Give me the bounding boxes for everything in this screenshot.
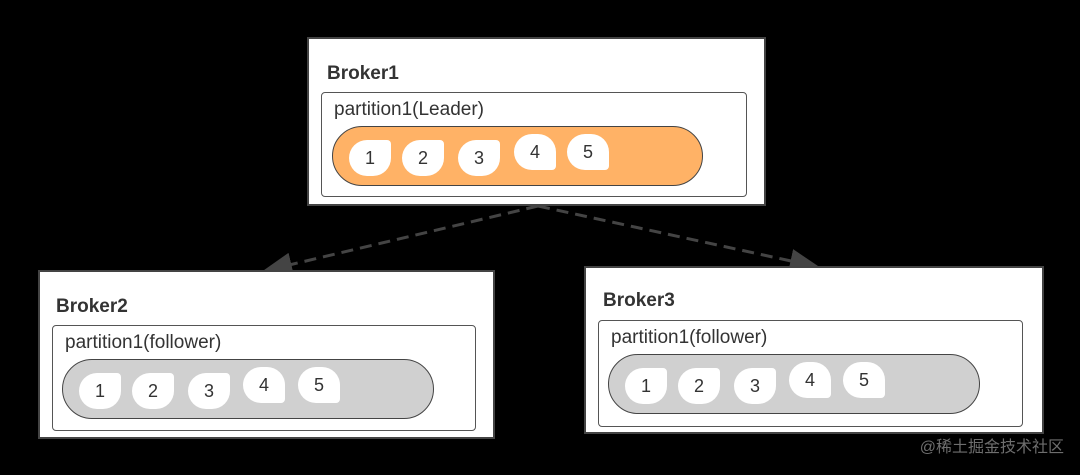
broker-3-partition-label: partition1(follower) <box>611 327 768 348</box>
message-1: 1 <box>349 140 391 176</box>
message-3: 3 <box>458 140 500 176</box>
broker-1-message-log: 1 2 3 4 5 <box>332 126 703 186</box>
broker-2-partition-label: partition1(follower) <box>65 332 222 353</box>
message-2: 2 <box>132 373 174 409</box>
message-5: 5 <box>843 362 885 398</box>
message-1: 1 <box>79 373 121 409</box>
broker-2-message-log: 1 2 3 4 5 <box>62 359 434 419</box>
message-1: 1 <box>625 368 667 404</box>
broker-3-message-log: 1 2 3 4 5 <box>608 354 980 414</box>
message-4: 4 <box>514 134 556 170</box>
message-4: 4 <box>243 367 285 403</box>
broker-3-title: Broker3 <box>603 290 675 311</box>
broker-2-box: Broker2 partition1(follower) 1 2 3 4 5 <box>38 270 495 439</box>
message-4: 4 <box>789 362 831 398</box>
broker-3-box: Broker3 partition1(follower) 1 2 3 4 5 <box>584 266 1044 434</box>
arrow-to-broker3 <box>537 204 820 273</box>
message-3: 3 <box>734 368 776 404</box>
message-2: 2 <box>678 368 720 404</box>
broker-2-title: Broker2 <box>56 296 128 317</box>
message-5: 5 <box>298 367 340 403</box>
broker-1-title: Broker1 <box>327 63 399 84</box>
broker-3-partition: partition1(follower) 1 2 3 4 5 <box>598 320 1023 427</box>
arrow-to-broker2 <box>262 204 539 277</box>
message-3: 3 <box>188 373 230 409</box>
broker-2-partition: partition1(follower) 1 2 3 4 5 <box>52 325 476 431</box>
watermark: @稀土掘金技术社区 <box>919 439 1064 456</box>
broker-1-partition: partition1(Leader) 1 2 3 4 5 <box>321 92 747 197</box>
broker-1-partition-label: partition1(Leader) <box>334 99 484 120</box>
message-5: 5 <box>567 134 609 170</box>
message-2: 2 <box>402 140 444 176</box>
broker-1-box: Broker1 partition1(Leader) 1 2 3 4 5 <box>307 37 766 206</box>
